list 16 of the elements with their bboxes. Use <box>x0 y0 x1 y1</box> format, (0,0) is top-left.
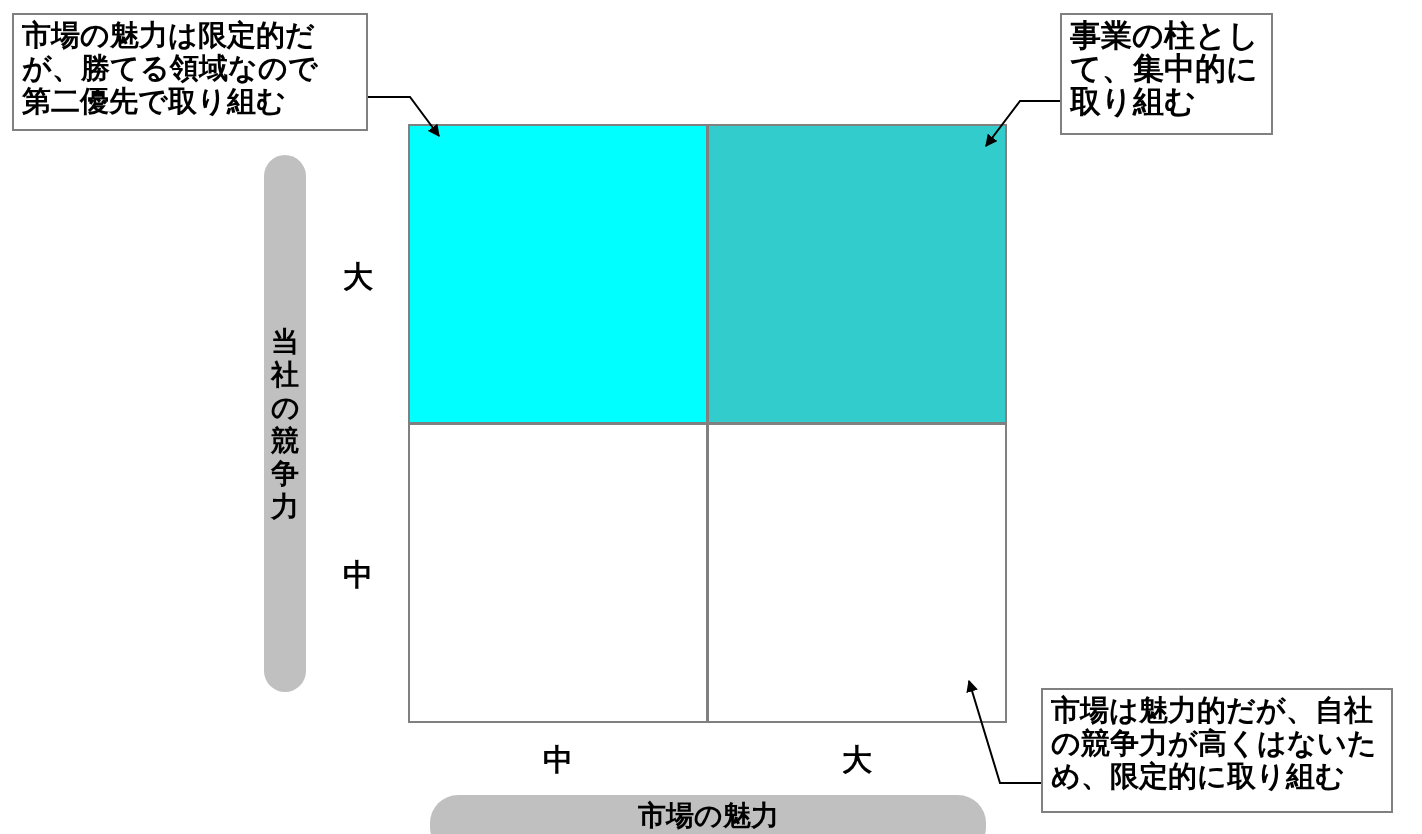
axis-band: 市場の魅力 <box>430 795 986 834</box>
matrix-cell <box>707 423 1007 723</box>
callout-box: 市場の魅力は限定的だが、勝てる領域なので第二優先で取り組む <box>12 13 368 131</box>
matrix-cell <box>707 124 1007 424</box>
matrix-cell <box>408 124 708 424</box>
axis-level-label: 大 <box>342 259 374 295</box>
matrix-cell <box>408 423 708 723</box>
leader-arrow <box>985 100 1061 147</box>
leader-arrow <box>966 679 1042 784</box>
axis-level-label: 中 <box>542 742 574 778</box>
callout-box: 事業の柱として、集中的に取り組む <box>1060 13 1273 135</box>
axis-band: 当社の競争力 <box>264 155 306 692</box>
callout-box: 市場は魅力的だが、自社の競争力が高くはないため、限定的に取り組む <box>1041 688 1393 813</box>
axis-level-label: 大 <box>841 742 873 778</box>
leader-arrow <box>367 96 440 137</box>
axis-level-label: 中 <box>342 557 374 593</box>
